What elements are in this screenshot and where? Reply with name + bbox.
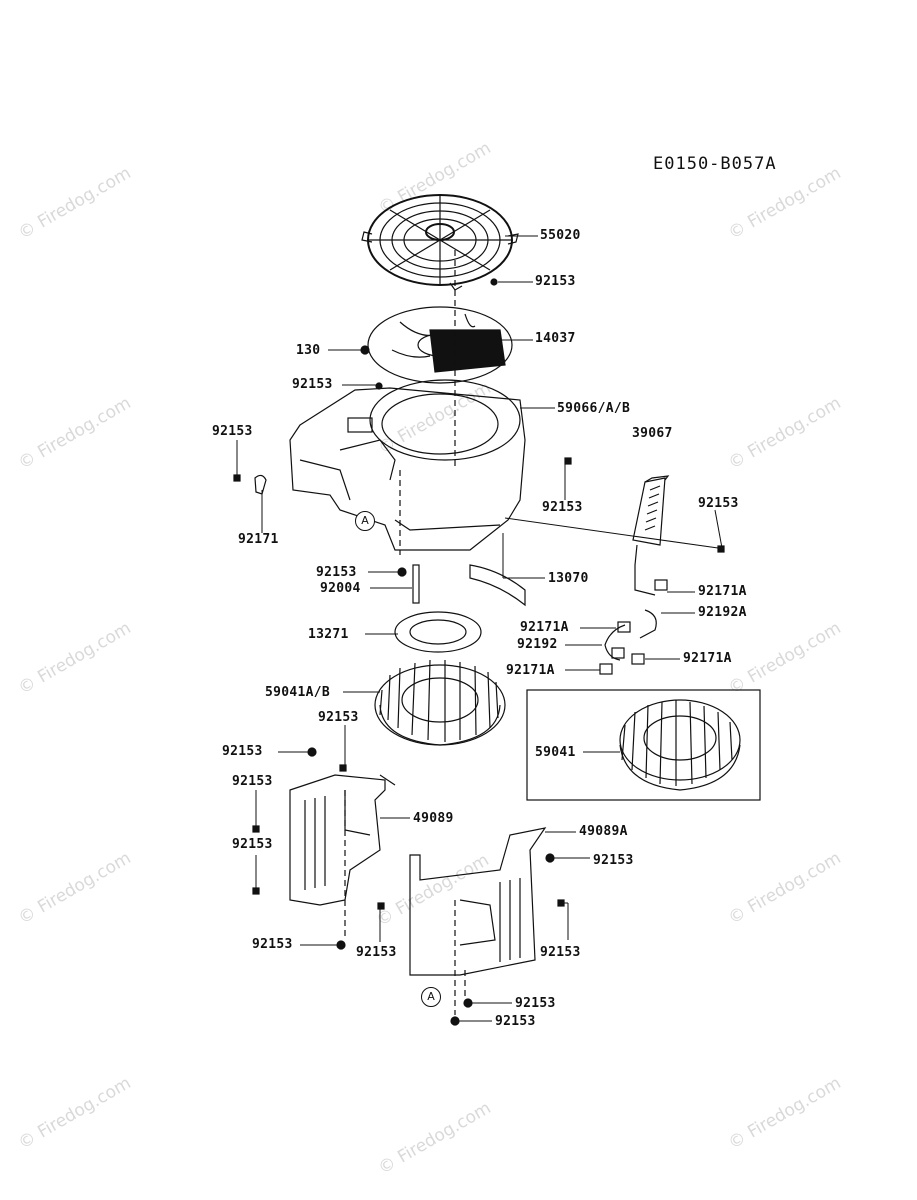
hose-drawing	[599, 565, 668, 675]
part-label-92153: 92153	[540, 945, 581, 960]
part-label-92171a: 92171A	[683, 651, 732, 666]
part-label-92153: 92153	[593, 853, 634, 868]
part-label-92153: 92153	[292, 377, 333, 392]
part-label-92153: 92153	[356, 945, 397, 960]
part-label-49089a: 49089A	[579, 824, 628, 839]
part-label-92153: 92153	[698, 496, 739, 511]
part-label-55020: 55020	[540, 228, 581, 243]
fan-screen-drawing	[361, 194, 519, 291]
part-label-59041: 59041	[535, 745, 576, 760]
part-label-92153: 92153	[318, 710, 359, 725]
plate-drawing	[394, 611, 482, 653]
inset-box	[526, 689, 761, 801]
oil-cooler-drawing	[632, 475, 670, 566]
clip-drawing	[254, 474, 267, 495]
part-label-92192: 92192	[517, 637, 558, 652]
part-label-49089: 49089	[413, 811, 454, 826]
part-label-59066: 59066/A/B	[557, 401, 631, 416]
part-label-92171a: 92171A	[506, 663, 555, 678]
air-guide-drawing	[469, 564, 526, 607]
diagram-code: E0150-B057A	[653, 154, 777, 174]
part-label-92153: 92153	[515, 996, 556, 1011]
part-label-92153: 92153	[495, 1014, 536, 1029]
bolts	[233, 278, 725, 1026]
leader-lines	[236, 235, 723, 1022]
part-label-14037: 14037	[535, 331, 576, 346]
left-cover-drawing	[289, 774, 396, 940]
cooling-fan-drawing	[374, 659, 506, 746]
part-label-130: 130	[296, 343, 321, 358]
part-label-92192a: 92192A	[698, 605, 747, 620]
fan-housing-drawing	[289, 250, 526, 555]
part-label-92153: 92153	[232, 774, 273, 789]
part-label-92171: 92171	[238, 532, 279, 547]
right-cover-drawing	[409, 827, 547, 1015]
part-label-92171a: 92171A	[520, 620, 569, 635]
part-label-92153: 92153	[232, 837, 273, 852]
part-label-92153: 92153	[535, 274, 576, 289]
fan-disk-drawing	[367, 306, 513, 384]
part-label-13070: 13070	[548, 571, 589, 586]
part-label-39067: 39067	[632, 426, 673, 441]
part-label-13271: 13271	[308, 627, 349, 642]
part-label-92171a: 92171A	[698, 584, 747, 599]
part-label-92153: 92153	[252, 937, 293, 952]
part-label-92004: 92004	[320, 581, 361, 596]
part-label-92153: 92153	[542, 500, 583, 515]
part-label-92153: 92153	[212, 424, 253, 439]
part-label-59041ab: 59041A/B	[265, 685, 331, 700]
ref-marker-a: A	[355, 511, 375, 531]
part-label-92153: 92153	[222, 744, 263, 759]
part-label-92153: 92153	[316, 565, 357, 580]
ref-marker-a: A	[421, 987, 441, 1007]
stud-drawing	[412, 564, 420, 604]
